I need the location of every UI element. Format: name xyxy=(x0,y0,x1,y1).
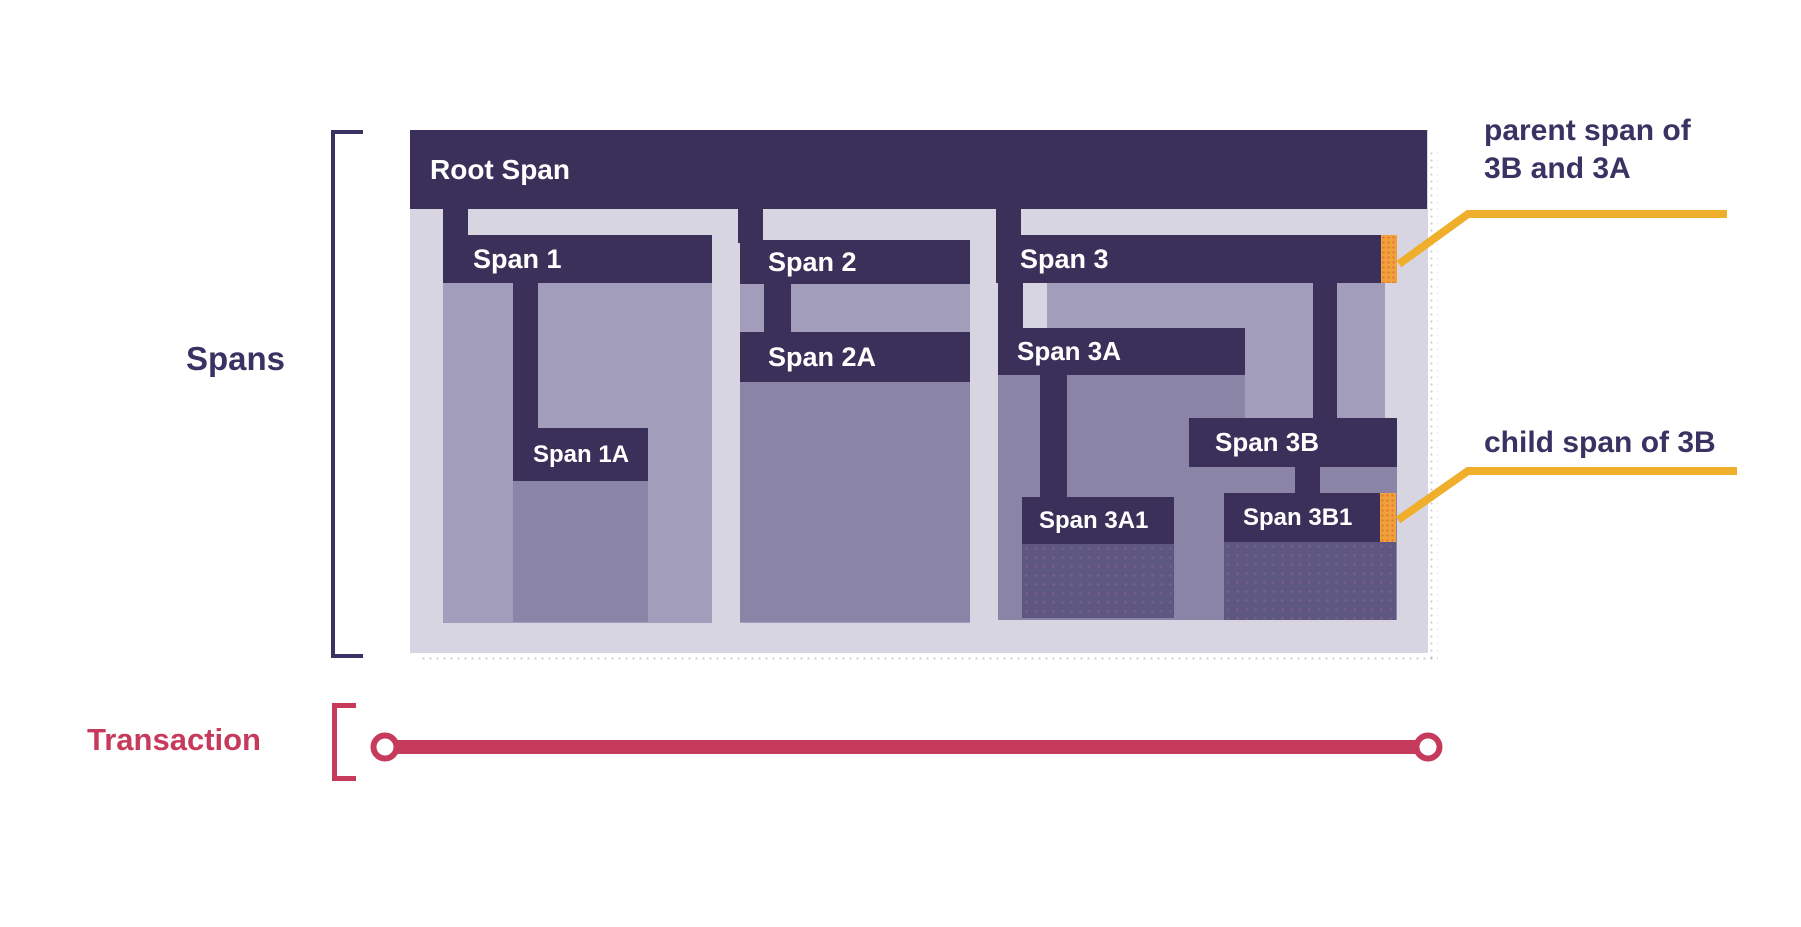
parent-span-annotation-line2: 3B and 3A xyxy=(1484,152,1631,185)
transaction-section-label: Transaction xyxy=(87,722,261,757)
span2-label: Span 2 xyxy=(768,246,857,277)
connector-span3-to-span3a xyxy=(998,283,1023,329)
connector-span3-to-span3b xyxy=(1313,283,1337,420)
span2a-label: Span 2A xyxy=(768,341,877,372)
span1-label: Span 1 xyxy=(473,243,562,274)
transaction-end-circle-icon xyxy=(1413,732,1443,762)
root-span-label: Root Span xyxy=(430,153,570,185)
shadow-dots-bottom xyxy=(420,655,1438,663)
connector-span3a-to-span3a1 xyxy=(1040,375,1067,498)
span3a-bar: Span 3A xyxy=(998,328,1245,375)
span3b1-bar: Span 3B1 xyxy=(1224,493,1396,542)
transaction-start-circle-icon xyxy=(370,732,400,762)
span3b-bar: Span 3B xyxy=(1189,418,1397,467)
span2-bar: Span 2 xyxy=(740,240,970,284)
span3-label: Span 3 xyxy=(1020,243,1109,274)
span1a-bar: Span 1A xyxy=(513,428,648,481)
spans-bracket xyxy=(331,130,363,658)
span3a1-bar: Span 3A1 xyxy=(1022,497,1174,544)
span3b1-child-marker-icon xyxy=(1380,493,1396,542)
spans-section-label: Spans xyxy=(186,340,286,377)
shadow-dots-right xyxy=(1428,150,1438,660)
span1a-label: Span 1A xyxy=(533,440,630,468)
span3a1-label: Span 3A1 xyxy=(1039,506,1149,534)
span3a1-duration-block xyxy=(1022,544,1174,618)
connector-root-to-span2 xyxy=(738,208,763,243)
span3b1-label: Span 3B1 xyxy=(1243,503,1353,531)
span3-parent-marker-icon xyxy=(1381,235,1397,283)
parent-annotation-line xyxy=(1396,210,1727,268)
span3-bar: Span 3 xyxy=(996,235,1397,283)
span1a-duration-block xyxy=(513,481,648,622)
child-span-annotation: child span of 3B xyxy=(1484,426,1716,459)
transaction-bracket xyxy=(332,703,356,781)
child-annotation-line xyxy=(1395,467,1737,524)
connector-span3b-to-span3b1 xyxy=(1295,467,1320,494)
connector-root-to-span1 xyxy=(443,208,468,236)
parent-span-annotation: parent span of 3B and 3A xyxy=(1484,112,1691,188)
parent-span-annotation-line1: parent span of xyxy=(1484,114,1691,147)
connector-root-to-span3 xyxy=(996,208,1021,236)
span1-bar: Span 1 xyxy=(443,235,712,283)
span3b-label: Span 3B xyxy=(1215,427,1320,457)
span3a-label: Span 3A xyxy=(1017,336,1122,366)
connector-span1-to-span1a xyxy=(513,283,538,429)
span2a-bar: Span 2A xyxy=(740,332,970,382)
span2a-duration-block xyxy=(740,382,970,622)
connector-span2-to-span2a xyxy=(764,284,791,333)
span3b1-duration-block xyxy=(1224,542,1396,620)
root-span-bar: Root Span xyxy=(410,130,1427,209)
